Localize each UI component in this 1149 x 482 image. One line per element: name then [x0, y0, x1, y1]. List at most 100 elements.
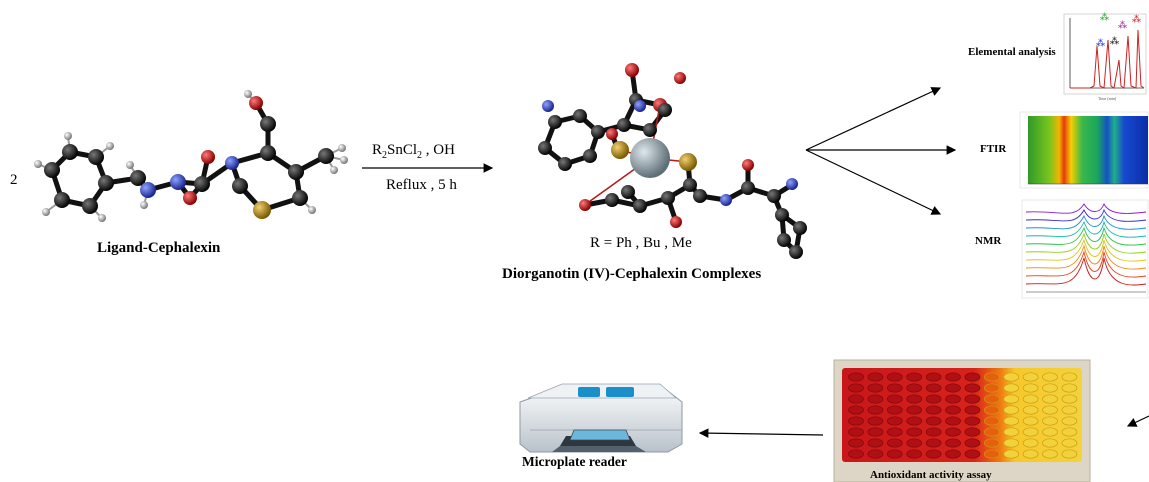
reagent-subscript-2: 2 [417, 150, 423, 161]
svg-text:⁂: ⁂ [1132, 14, 1141, 24]
plate-well [925, 405, 942, 415]
plate-well [925, 372, 942, 382]
plate-well [886, 383, 903, 393]
plate-well [848, 438, 864, 448]
plate-well [1022, 383, 1039, 393]
plate-well [964, 383, 981, 393]
svg-text:⁂: ⁂ [1100, 12, 1109, 22]
plate-well [867, 372, 884, 382]
antioxidant-assay-plate [833, 359, 1091, 482]
plate-well [925, 438, 942, 448]
plate-well [906, 427, 923, 437]
plate-well [945, 383, 961, 393]
plate-well [945, 427, 961, 437]
microplate-reader-label: Microplate reader [522, 454, 627, 469]
plate-well [1042, 416, 1058, 426]
ftir-label: FTIR [980, 143, 1007, 155]
plate-well [964, 416, 981, 426]
r-group-definitions: R = Ph , Bu , Me [590, 235, 692, 251]
plate-well [867, 405, 884, 415]
plate-well [1022, 416, 1039, 426]
plate-well [867, 394, 884, 404]
antioxidant-assay-label: Antioxidant activity assay [870, 469, 992, 481]
plate-well [886, 372, 903, 382]
reagent-base: , OH [422, 142, 455, 158]
microplate-reader-illustration [519, 383, 683, 453]
plate-well [964, 405, 981, 415]
plate-well [1003, 416, 1020, 426]
plate-well [925, 449, 942, 459]
plate-well [848, 427, 864, 437]
plate-well [1022, 394, 1039, 404]
plate-well [945, 449, 961, 459]
characterization-arrows [805, 87, 957, 215]
plate-well [906, 383, 923, 393]
plate-well [983, 449, 1000, 459]
plate-well [1003, 394, 1020, 404]
plate-well [848, 372, 864, 382]
plate-well [964, 427, 981, 437]
plate-well [983, 438, 1000, 448]
plate-well [1042, 449, 1058, 459]
plate-well [964, 449, 981, 459]
plate-well [848, 416, 864, 426]
plate-well [1003, 383, 1020, 393]
plate-well [945, 372, 961, 382]
plate-well [906, 416, 923, 426]
plate-well [1061, 449, 1078, 459]
elemental-analysis-label: Elemental analysis [968, 46, 1056, 58]
plate-well [925, 427, 942, 437]
plate-well [1022, 427, 1039, 437]
plate-well [886, 416, 903, 426]
plate-well [945, 405, 961, 415]
plate-well [1003, 372, 1020, 382]
plate-well [1061, 394, 1078, 404]
plate-well [1003, 405, 1020, 415]
plate-well [945, 438, 961, 448]
plate-well [848, 405, 864, 415]
plate-well [1042, 394, 1058, 404]
ligand-name: Ligand-Cephalexin [97, 240, 221, 256]
plate-well [906, 449, 923, 459]
plate-well [925, 394, 942, 404]
plate-well [1061, 438, 1078, 448]
plate-well [848, 394, 864, 404]
plate-well [983, 416, 1000, 426]
stoichiometric-coefficient: 2 [10, 172, 18, 188]
plate-well [1003, 438, 1020, 448]
reagent-subscript-1: 2 [382, 150, 388, 161]
reagent-formula: R2SnCl2 , OH [372, 142, 455, 161]
svg-text:Time (min): Time (min) [1098, 96, 1117, 101]
plate-well [886, 438, 903, 448]
plate-well [906, 405, 923, 415]
plate-well [1042, 372, 1058, 382]
nmr-stacked-spectra [1021, 199, 1149, 299]
plate-well [1003, 449, 1020, 459]
ftir-heatmap [1019, 111, 1149, 189]
plate-well [964, 394, 981, 404]
plate-well [925, 383, 942, 393]
complex-name: Diorganotin (IV)-Cephalexin Complexes [502, 266, 762, 282]
plate-well [925, 416, 942, 426]
plate-well [906, 438, 923, 448]
plate-well [945, 394, 961, 404]
elemental-analysis-chromatogram: ⁂ ⁂ ⁂ ⁂ ⁂ Time (min) [1063, 12, 1147, 101]
reagent-sncl: SnCl [387, 142, 418, 158]
plate-well [867, 438, 884, 448]
plate-well [1042, 405, 1058, 415]
plate-well [906, 372, 923, 382]
nmr-label: NMR [975, 235, 1002, 247]
plate-well [983, 405, 1000, 415]
plate-well [1042, 383, 1058, 393]
plate-well [886, 427, 903, 437]
plate-well [1042, 427, 1058, 437]
plate-well [906, 394, 923, 404]
svg-text:⁂: ⁂ [1118, 20, 1127, 30]
plate-well [983, 383, 1000, 393]
plate-well [1061, 427, 1078, 437]
to-assay-arrow [1126, 415, 1149, 427]
plate-well [867, 416, 884, 426]
plate-well [1022, 449, 1039, 459]
plate-well [1022, 372, 1039, 382]
